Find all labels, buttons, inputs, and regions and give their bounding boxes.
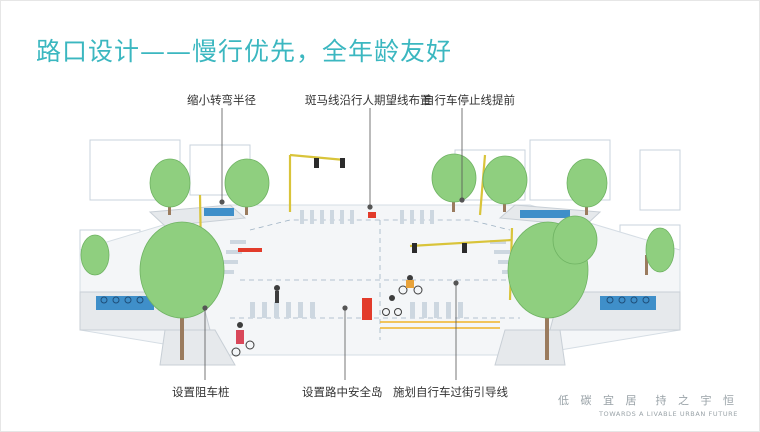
callout-bike-stopline: 自行车停止线提前 — [423, 93, 515, 107]
slide-title: 路口设计——慢行优先，全年龄友好 — [36, 37, 453, 66]
bike-lane-markings — [238, 212, 376, 320]
footer-slogan-cn: 低 碳 宜 居 持 之 宇 恒 — [558, 394, 738, 407]
bike-parking — [96, 208, 656, 310]
people — [231, 275, 423, 357]
callout-bike-guide: 施划自行车过街引导线 — [393, 385, 508, 399]
bike-guide-lines — [380, 321, 500, 329]
crosswalks — [218, 210, 518, 318]
callout-leaders — [202, 108, 465, 380]
callout-corner-radius: 缩小转弯半径 — [187, 93, 256, 107]
footer-slogan-en: TOWARDS A LIVABLE URBAN FUTURE — [598, 410, 738, 418]
callout-bollard: 设置阻车桩 — [172, 385, 230, 399]
callout-crosswalk: 斑马线沿行人期望线布置 — [305, 93, 432, 107]
callout-refuge-island: 设置路中安全岛 — [302, 385, 383, 399]
trees — [80, 153, 675, 360]
footer-logo: 低 碳 宜 居 持 之 宇 恒 TOWARDS A LIVABLE URBAN … — [558, 392, 738, 418]
